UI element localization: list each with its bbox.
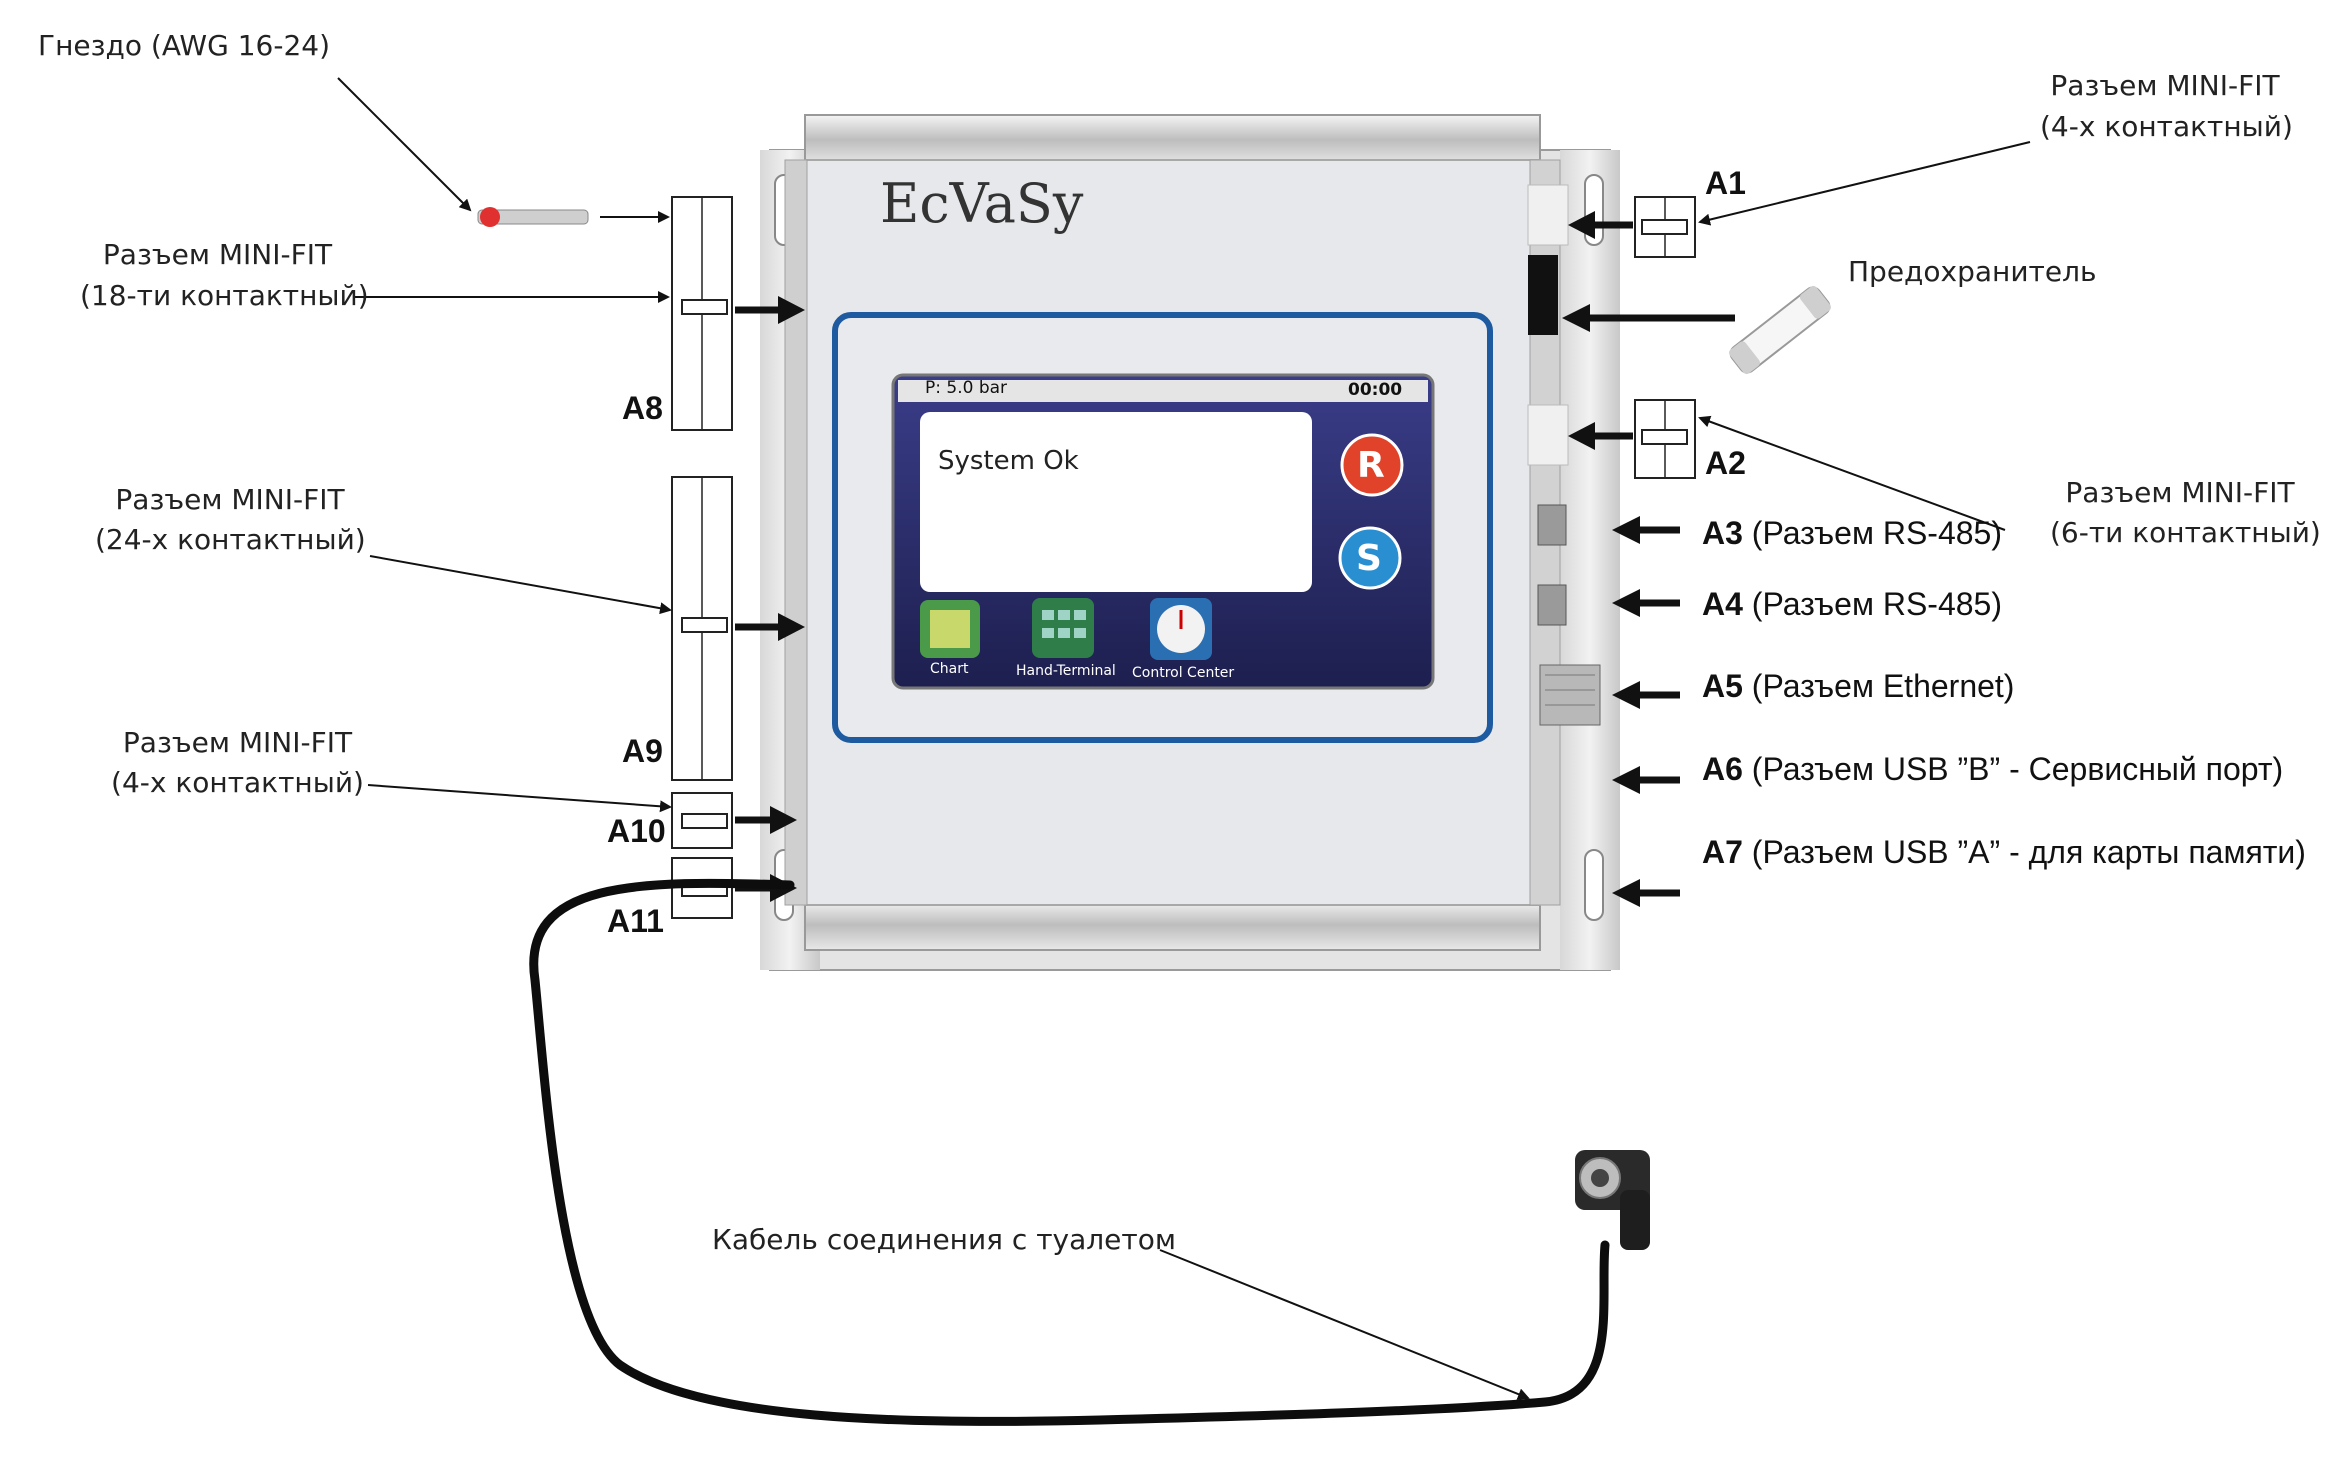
right-plugs: [1634, 196, 1696, 479]
fuse-image: [1729, 285, 1831, 375]
label-fuse: Предохранитель: [1848, 255, 2097, 288]
app-control-center-label[interactable]: Control Center: [1132, 665, 1235, 681]
tag-a11: A11: [607, 903, 664, 939]
label-a9-desc: (24-х контактный): [95, 523, 366, 556]
port-a6-desc: (Разъем USB ”B” - Сервисный порт): [1751, 751, 2284, 787]
port-a3: A3 (Разъем RS-485): [1702, 515, 2002, 552]
label-a1-desc: (4-х контактный): [2040, 110, 2293, 143]
toilet-cable: [529, 878, 1650, 1426]
port-a5: A5 (Разъем Ethernet): [1702, 668, 2014, 705]
tag-a2: A2: [1705, 445, 1746, 481]
display-frame: [832, 312, 1493, 743]
label-a2-desc: (6-ти контактный): [2050, 516, 2321, 549]
socket-pin-image: [477, 207, 589, 227]
start-button[interactable]: S: [1356, 538, 1382, 579]
label-a1-title: Разъем MINI-FIT: [2050, 69, 2280, 102]
leader-lines: [337, 77, 2031, 1400]
port-a7: A7 (Разъем USB ”A” - для карты памяти): [1702, 834, 2306, 871]
label-a9-title: Разъем MINI-FIT: [115, 483, 345, 516]
status-message[interactable]: System Ok: [938, 446, 1079, 476]
label-a8-desc: (18-ти контактный): [80, 279, 369, 312]
port-a7-desc: (Разъем USB ”A” - для карты памяти): [1751, 834, 2306, 870]
port-a5-id: A5: [1702, 668, 1743, 704]
port-a6: A6 (Разъем USB ”B” - Сервисный порт): [1702, 751, 2283, 788]
port-a4-desc: (Разъем RS-485): [1751, 586, 2002, 622]
port-a4: A4 (Разъем RS-485): [1702, 586, 2002, 623]
label-cable: Кабель соединения с туалетом: [712, 1223, 1176, 1256]
clock-readout: 00:00: [1348, 380, 1403, 400]
label-a8-title: Разъем MINI-FIT: [102, 238, 333, 271]
port-a3-id: A3: [1702, 515, 1743, 551]
port-a3-desc: (Разъем RS-485): [1751, 515, 2002, 551]
tag-a10: A10: [607, 813, 666, 849]
reset-button[interactable]: R: [1357, 445, 1385, 486]
tag-a1: A1: [1705, 165, 1746, 201]
pressure-readout: P: 5.0 bar: [925, 378, 1008, 398]
label-a2-title: Разъем MINI-FIT: [2065, 476, 2295, 509]
port-a5-desc: (Разъем Ethernet): [1751, 668, 2015, 704]
brand-logo: EcVaSy: [880, 172, 1084, 235]
app-hand-terminal-label[interactable]: Hand-Terminal: [1016, 663, 1116, 679]
port-a6-id: A6: [1702, 751, 1743, 787]
app-chart-label[interactable]: Chart: [930, 661, 969, 677]
label-a10-title: Разъем MINI-FIT: [122, 726, 353, 759]
label-socket: Гнездо (AWG 16-24): [38, 29, 331, 62]
left-plugs: [671, 196, 733, 919]
tag-a9: A9: [622, 733, 663, 769]
label-a10-desc: (4-х контактный): [111, 766, 364, 799]
tag-a8: A8: [622, 390, 663, 426]
port-a4-id: A4: [1702, 586, 1743, 622]
device-right-ports: [1527, 184, 1601, 726]
port-a7-id: A7: [1702, 834, 1743, 870]
